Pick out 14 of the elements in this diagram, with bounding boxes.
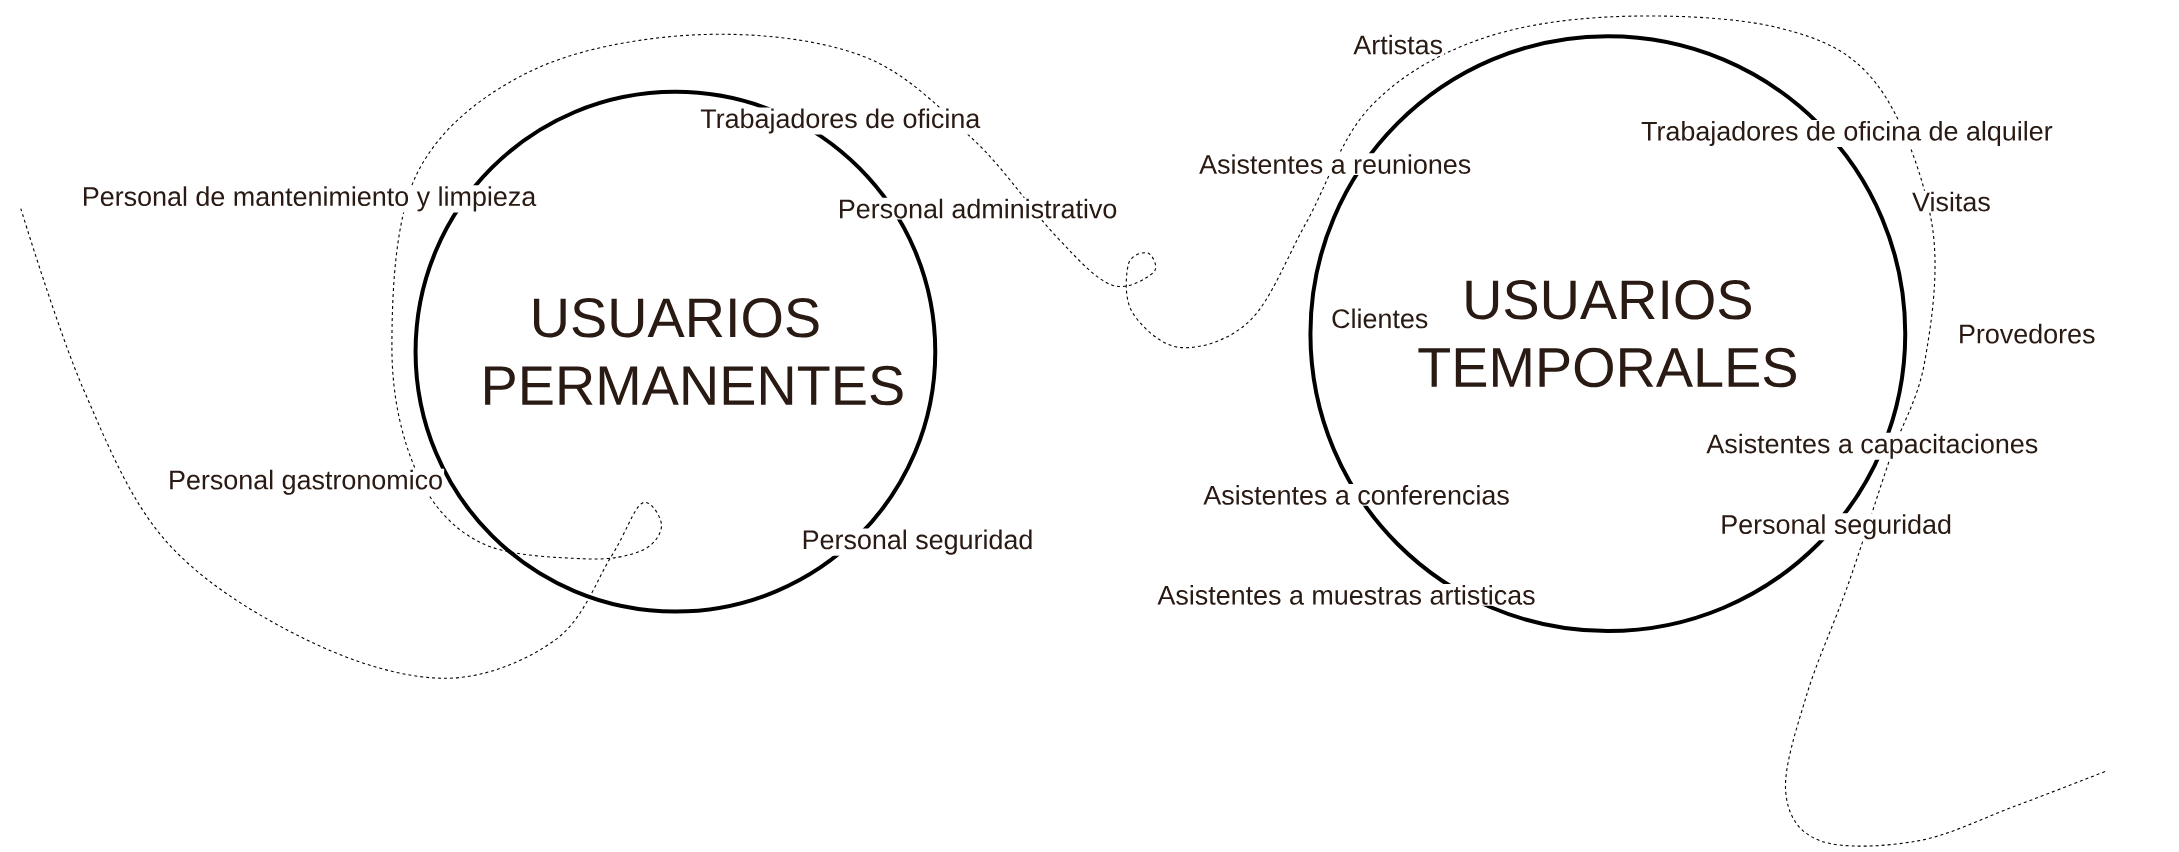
user-label: Artistas [1352,33,1444,56]
user-label: Personal de mantenimiento y limpieza [80,185,538,213]
user-label: Trabajadores de oficina de alquiler [1640,119,2054,147]
user-label: Asistentes a capacitaciones [1705,432,2040,460]
user-label: Provedores [1956,322,2097,345]
user-label: Personal administrativo [836,197,1119,220]
user-label: Clientes [1330,307,1430,330]
user-label: Trabajadores de oficina [699,107,982,135]
user-label: Asistentes a reuniones [1198,153,1473,175]
user-label: Personal seguridad [800,528,1035,556]
user-label: Personal gastronomico [167,468,445,496]
user-label: Asistentes a muestras artisticas [1156,584,1537,606]
user-label: Asistentes a conferencias [1202,484,1511,506]
user-label: Personal seguridad [1719,513,1954,541]
